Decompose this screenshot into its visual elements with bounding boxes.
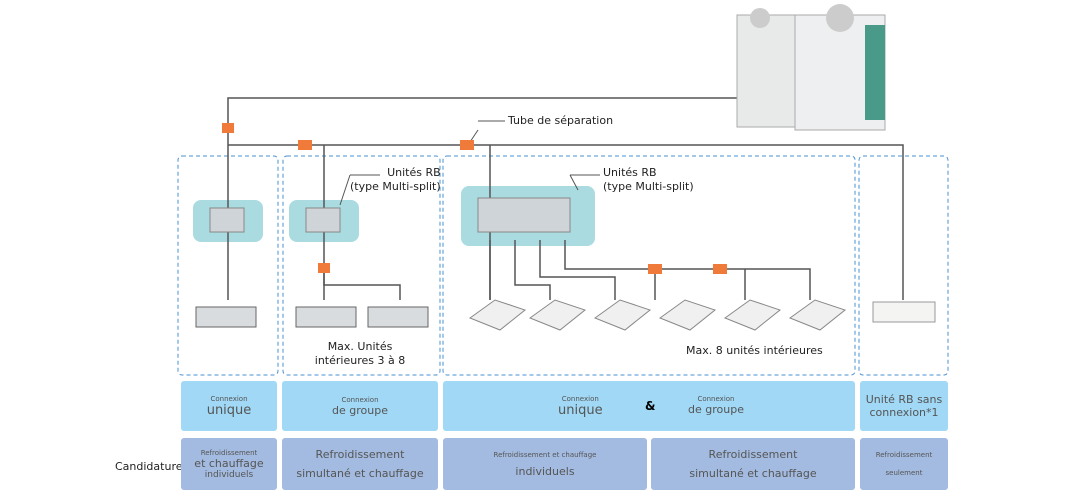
indoor-units <box>195 299 936 331</box>
cassette-unit-icon <box>788 299 847 331</box>
zone-no-connection <box>858 155 949 376</box>
application-cooling-only: Refroidissement seulement <box>860 438 948 490</box>
branch-joints <box>222 123 727 274</box>
branch-joint-icon <box>713 264 727 274</box>
cassette-unit-icon <box>468 299 527 331</box>
cell-line: Unité RB sans <box>865 393 943 406</box>
cell-large: et chauffage <box>194 456 264 470</box>
cell-line: Refroidissement <box>315 448 405 461</box>
label-line: (type Multi-split) <box>350 180 441 193</box>
wall-unit-icon <box>872 301 936 323</box>
max-multi-label: Max. 8 unités intérieures <box>686 344 823 357</box>
branch-joint-icon <box>298 140 312 150</box>
cell-large: unique <box>558 403 603 418</box>
branch-joint-icon <box>318 263 330 273</box>
cassette-unit-icon <box>528 299 587 331</box>
tube-label: Tube de séparation <box>508 114 614 127</box>
label-line: Unités RB <box>603 166 657 179</box>
zone-group <box>282 155 441 376</box>
cassette-unit-icon <box>723 299 782 331</box>
cell-small: Connexion <box>697 395 735 403</box>
branch-joint-icon <box>222 123 234 133</box>
ducted-unit-icon <box>195 306 257 328</box>
cell-small: Connexion <box>210 394 248 403</box>
label-line: Max. Unités <box>327 340 393 353</box>
cell-medium: individuels <box>204 469 254 480</box>
cell-small: Connexion <box>561 395 599 403</box>
branch-joint-icon <box>648 264 662 274</box>
rb-unit-icon <box>305 207 341 233</box>
cell-line: simultané et chauffage <box>296 467 424 480</box>
ampersand: & <box>645 399 656 413</box>
branch-joint-icon <box>460 140 474 150</box>
label-line: intérieures 3 à 8 <box>314 354 406 367</box>
outdoor-unit-icon <box>736 4 886 131</box>
label-line: Unités RB <box>387 166 441 179</box>
cell-large: de groupe <box>688 403 744 416</box>
rb-unit-icon <box>209 207 245 233</box>
cassette-unit-icon <box>658 299 717 331</box>
cell-line: seulement <box>885 469 923 477</box>
cell-line: Refroidissement <box>875 451 933 459</box>
application-individual-2: Refroidissement et chauffage individuels <box>443 438 647 490</box>
ducted-unit-icon <box>367 306 429 328</box>
cell-line: connexion*1 <box>869 406 939 419</box>
candidature-label: Candidature <box>115 460 183 473</box>
ducted-unit-icon <box>295 306 357 328</box>
cell-small: Refroidissement et chauffage <box>493 450 597 459</box>
rb-group-label: Unités RB(type Multi-split) <box>350 166 441 194</box>
cell-small: Connexion <box>341 395 379 404</box>
cell-large: unique <box>206 402 252 418</box>
label-line: (type Multi-split) <box>603 180 694 193</box>
cell-line: simultané et chauffage <box>689 467 817 480</box>
zone-multi <box>442 155 856 376</box>
application-simultaneous: Refroidissement simultané et chauffage <box>282 438 438 490</box>
cell-line: Refroidissement <box>708 448 798 461</box>
cell-large: individuels <box>515 464 575 478</box>
application-simultaneous-2: Refroidissement simultané et chauffage <box>651 438 855 490</box>
rb-multi-unit-icon <box>477 197 571 233</box>
cassette-unit-icon <box>593 299 652 331</box>
cell-large: de groupe <box>332 403 388 417</box>
cell-small: Refroidissement <box>200 448 258 457</box>
rb-multi-label: Unités RB(type Multi-split) <box>603 166 694 194</box>
